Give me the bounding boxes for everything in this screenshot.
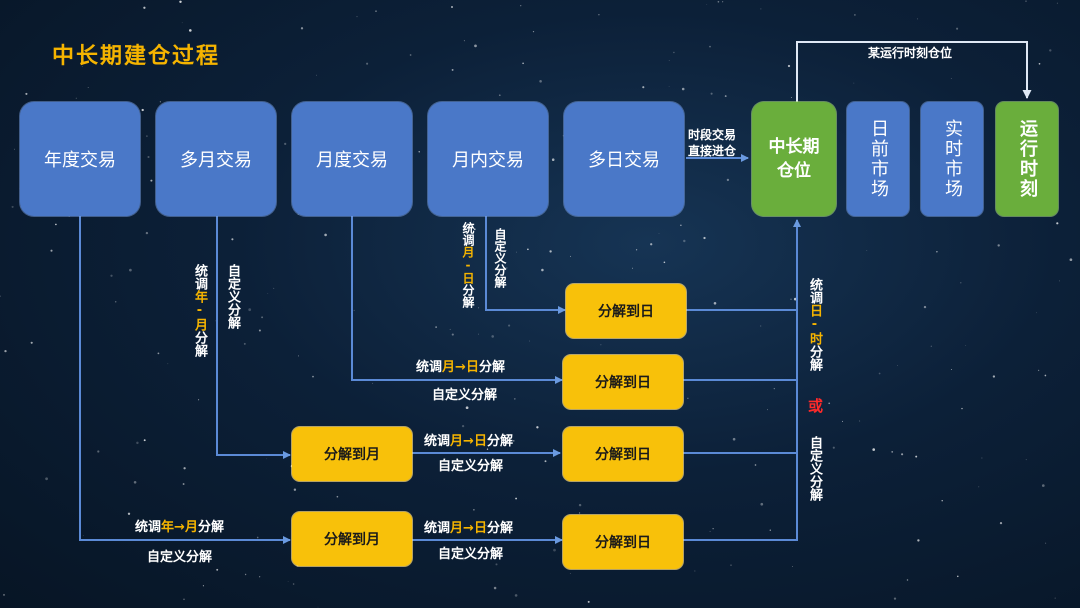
page-title: 中长期建仓过程 (52, 38, 220, 70)
decompose-to-day-box-3: 分解到日 (563, 427, 683, 481)
custom-decompose-label-6: 自定义分解 (438, 543, 503, 562)
monthly-trading-box: 月度交易 (292, 102, 412, 216)
day-ahead-market-box: 日前市场 (847, 102, 909, 216)
decompose-to-day-box-2: 分解到日 (563, 355, 683, 409)
custom-decompose-label-2: 自定义分解 (492, 228, 507, 288)
unified-year-month-label-2: 统调年→月分解 (135, 516, 224, 535)
top-bracket-label: 某运行时刻仓位 (868, 44, 952, 61)
or-label: 或 (807, 398, 823, 413)
custom-decompose-label-7: 自定义分解 (147, 546, 212, 565)
connector-multi-month (217, 216, 290, 455)
decompose-to-day-box-4: 分解到日 (563, 515, 683, 569)
day-ahead-market-label: 日前市场 (865, 119, 891, 199)
unified-month-day-label-3: 统调月→日分解 (424, 430, 513, 449)
unified-year-month-label: 统调年-月分解 (192, 264, 207, 357)
decompose-to-month-box-2: 分解到月 (292, 512, 412, 566)
multi-month-trading-box: 多月交易 (156, 102, 276, 216)
position-label: 中长期仓位 (764, 135, 824, 183)
run-time-label: 运行时刻 (1014, 119, 1040, 199)
decompose-to-month-box-1: 分解到月 (292, 427, 412, 481)
unified-month-day-label-2: 统调月→日分解 (416, 356, 505, 375)
custom-decompose-label-1: 自定义分解 (225, 264, 240, 329)
intra-month-trading-box: 月内交易 (428, 102, 548, 216)
multi-day-trading-box: 多日交易 (564, 102, 684, 216)
run-time-box: 运行时刻 (996, 102, 1058, 216)
annual-trading-box: 年度交易 (20, 102, 140, 216)
connector-annual (80, 216, 290, 540)
unified-day-hour-label: 统调日-时分解 (807, 278, 822, 371)
real-time-market-label: 实时市场 (939, 119, 965, 199)
real-time-market-box: 实时市场 (921, 102, 983, 216)
decompose-to-day-box-1: 分解到日 (566, 284, 686, 338)
custom-decompose-label-4: 自定义分解 (432, 384, 497, 403)
period-trading-label: 时段交易 (688, 126, 736, 143)
unified-month-day-label: 统调月-日分解 (460, 222, 475, 308)
direct-entry-label: 直接进仓 (688, 142, 736, 159)
unified-month-day-label-4: 统调月→日分解 (424, 517, 513, 536)
custom-decompose-label-3: 自定义分解 (807, 436, 822, 501)
custom-decompose-label-5: 自定义分解 (438, 455, 503, 474)
long-term-position-box: 中长期仓位 (752, 102, 836, 216)
